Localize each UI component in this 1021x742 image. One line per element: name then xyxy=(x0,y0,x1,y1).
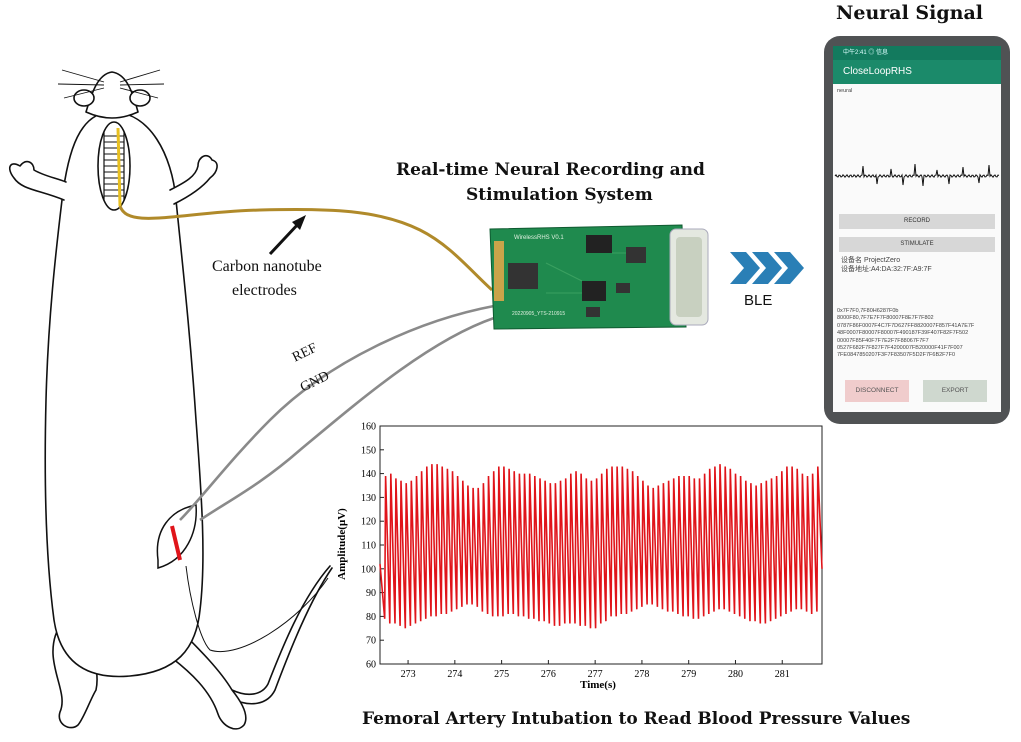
hex-data-line: 00007F85F40F7F7E2F7F88067F7F7 xyxy=(837,337,929,344)
y-tick-label: 160 xyxy=(361,422,376,433)
hex-data-line: 48F0007F80007F80007F490187F39F407F82F7F5… xyxy=(837,330,969,337)
y-tick-label: 70 xyxy=(366,636,376,647)
record-button[interactable]: RECORD xyxy=(839,214,995,229)
y-tick-label: 150 xyxy=(361,445,376,456)
signal-label: neural xyxy=(837,88,853,94)
app-bar: CloseLoopRHS xyxy=(833,60,1001,84)
x-tick-label: 277 xyxy=(588,669,603,680)
hex-data-line: 0527F682F7F827F7F4200007FB20000F41F7F007 xyxy=(837,345,963,352)
x-tick-label: 279 xyxy=(681,669,696,680)
neck-incision xyxy=(97,121,131,211)
bp-series-line xyxy=(379,464,823,629)
y-axis-label: Amplitude(μV) xyxy=(336,508,348,580)
x-tick-label: 278 xyxy=(634,669,649,680)
pcb-serial: 20220905_YTS-210915 xyxy=(512,311,565,317)
pcb-board: WirelessRHS V0.1 20220905_YTS-210915 xyxy=(486,223,711,331)
y-tick-label: 60 xyxy=(366,660,376,671)
x-tick-label: 280 xyxy=(728,669,743,680)
femoral-incision xyxy=(156,504,197,569)
electrodes-label-line1: Carbon nanotube xyxy=(212,258,322,275)
phone-screen: 中午2:41 ◎ 信息 CloseLoopRHS neural RECORD S… xyxy=(833,46,1001,412)
device-address: 设备地址:A4:DA:32:7F:A9:7F xyxy=(841,266,932,273)
electrode-pointer-arrow xyxy=(268,215,306,256)
disconnect-button[interactable]: DISCONNECT xyxy=(845,380,909,402)
y-tick-label: 100 xyxy=(361,564,376,575)
pcb-name: WirelessRHS V0.1 xyxy=(514,235,564,241)
hex-data-line: 0x7F7F0,7F80H6287F0b xyxy=(837,308,899,314)
x-tick-label: 281 xyxy=(775,669,790,680)
y-tick-label: 130 xyxy=(361,493,376,504)
femoral-caption: Femoral Artery Intubation to Read Blood … xyxy=(362,709,911,729)
status-bar: 中午2:41 ◎ 信息 xyxy=(833,46,1001,60)
rat-hind-leg-right xyxy=(171,627,247,730)
y-tick-label: 80 xyxy=(366,612,376,623)
blood-pressure-chart: 60 70 80 90 100 110 120 130 140 150 160 273 274 275 27… xyxy=(336,422,823,691)
rat-fore-leg-left xyxy=(8,160,67,201)
neural-signal-title: Neural Signal xyxy=(836,2,983,24)
gnd-wire xyxy=(199,316,495,522)
x-axis-label: Time(s) xyxy=(580,679,616,691)
export-button[interactable]: EXPORT xyxy=(923,380,987,402)
y-tick-label: 90 xyxy=(366,588,376,599)
rat-fore-leg-right xyxy=(169,154,218,205)
x-tick-label: 276 xyxy=(541,669,556,680)
y-tick-label: 140 xyxy=(361,469,376,480)
x-tick-label: 273 xyxy=(401,669,416,680)
phone-mockup: 中午2:41 ◎ 信息 CloseLoopRHS neural RECORD S… xyxy=(824,36,1010,424)
hex-data-line: 0787F86F0007F4C7F7D627FF8820007F857F41A7… xyxy=(837,322,975,329)
x-tick-label: 274 xyxy=(447,669,462,680)
hex-data-line: 8000F80,7F7E7F7F80007F8E7F7F802 xyxy=(837,315,934,322)
system-title-line1: Real-time Neural Recording and xyxy=(396,160,705,180)
y-tick-label: 110 xyxy=(361,541,376,552)
ble-arrow-icon xyxy=(730,252,804,284)
ref-wire xyxy=(179,304,495,521)
hex-data-line: 7FE0847850207F3F7F83507F5D2F7F6B2F7F0 xyxy=(837,352,956,359)
electrodes-label-line2: electrodes xyxy=(232,282,297,299)
device-name: 设备名 ProjectZero xyxy=(841,257,901,264)
x-tick-label: 275 xyxy=(494,669,509,680)
stimulate-button[interactable]: STIMULATE xyxy=(839,237,995,252)
system-title-line2: Stimulation System xyxy=(466,185,653,205)
electrode-wire xyxy=(118,205,494,292)
ble-label: BLE xyxy=(744,292,773,309)
neural-signal-trace xyxy=(834,163,1000,187)
y-tick-label: 120 xyxy=(361,517,376,528)
